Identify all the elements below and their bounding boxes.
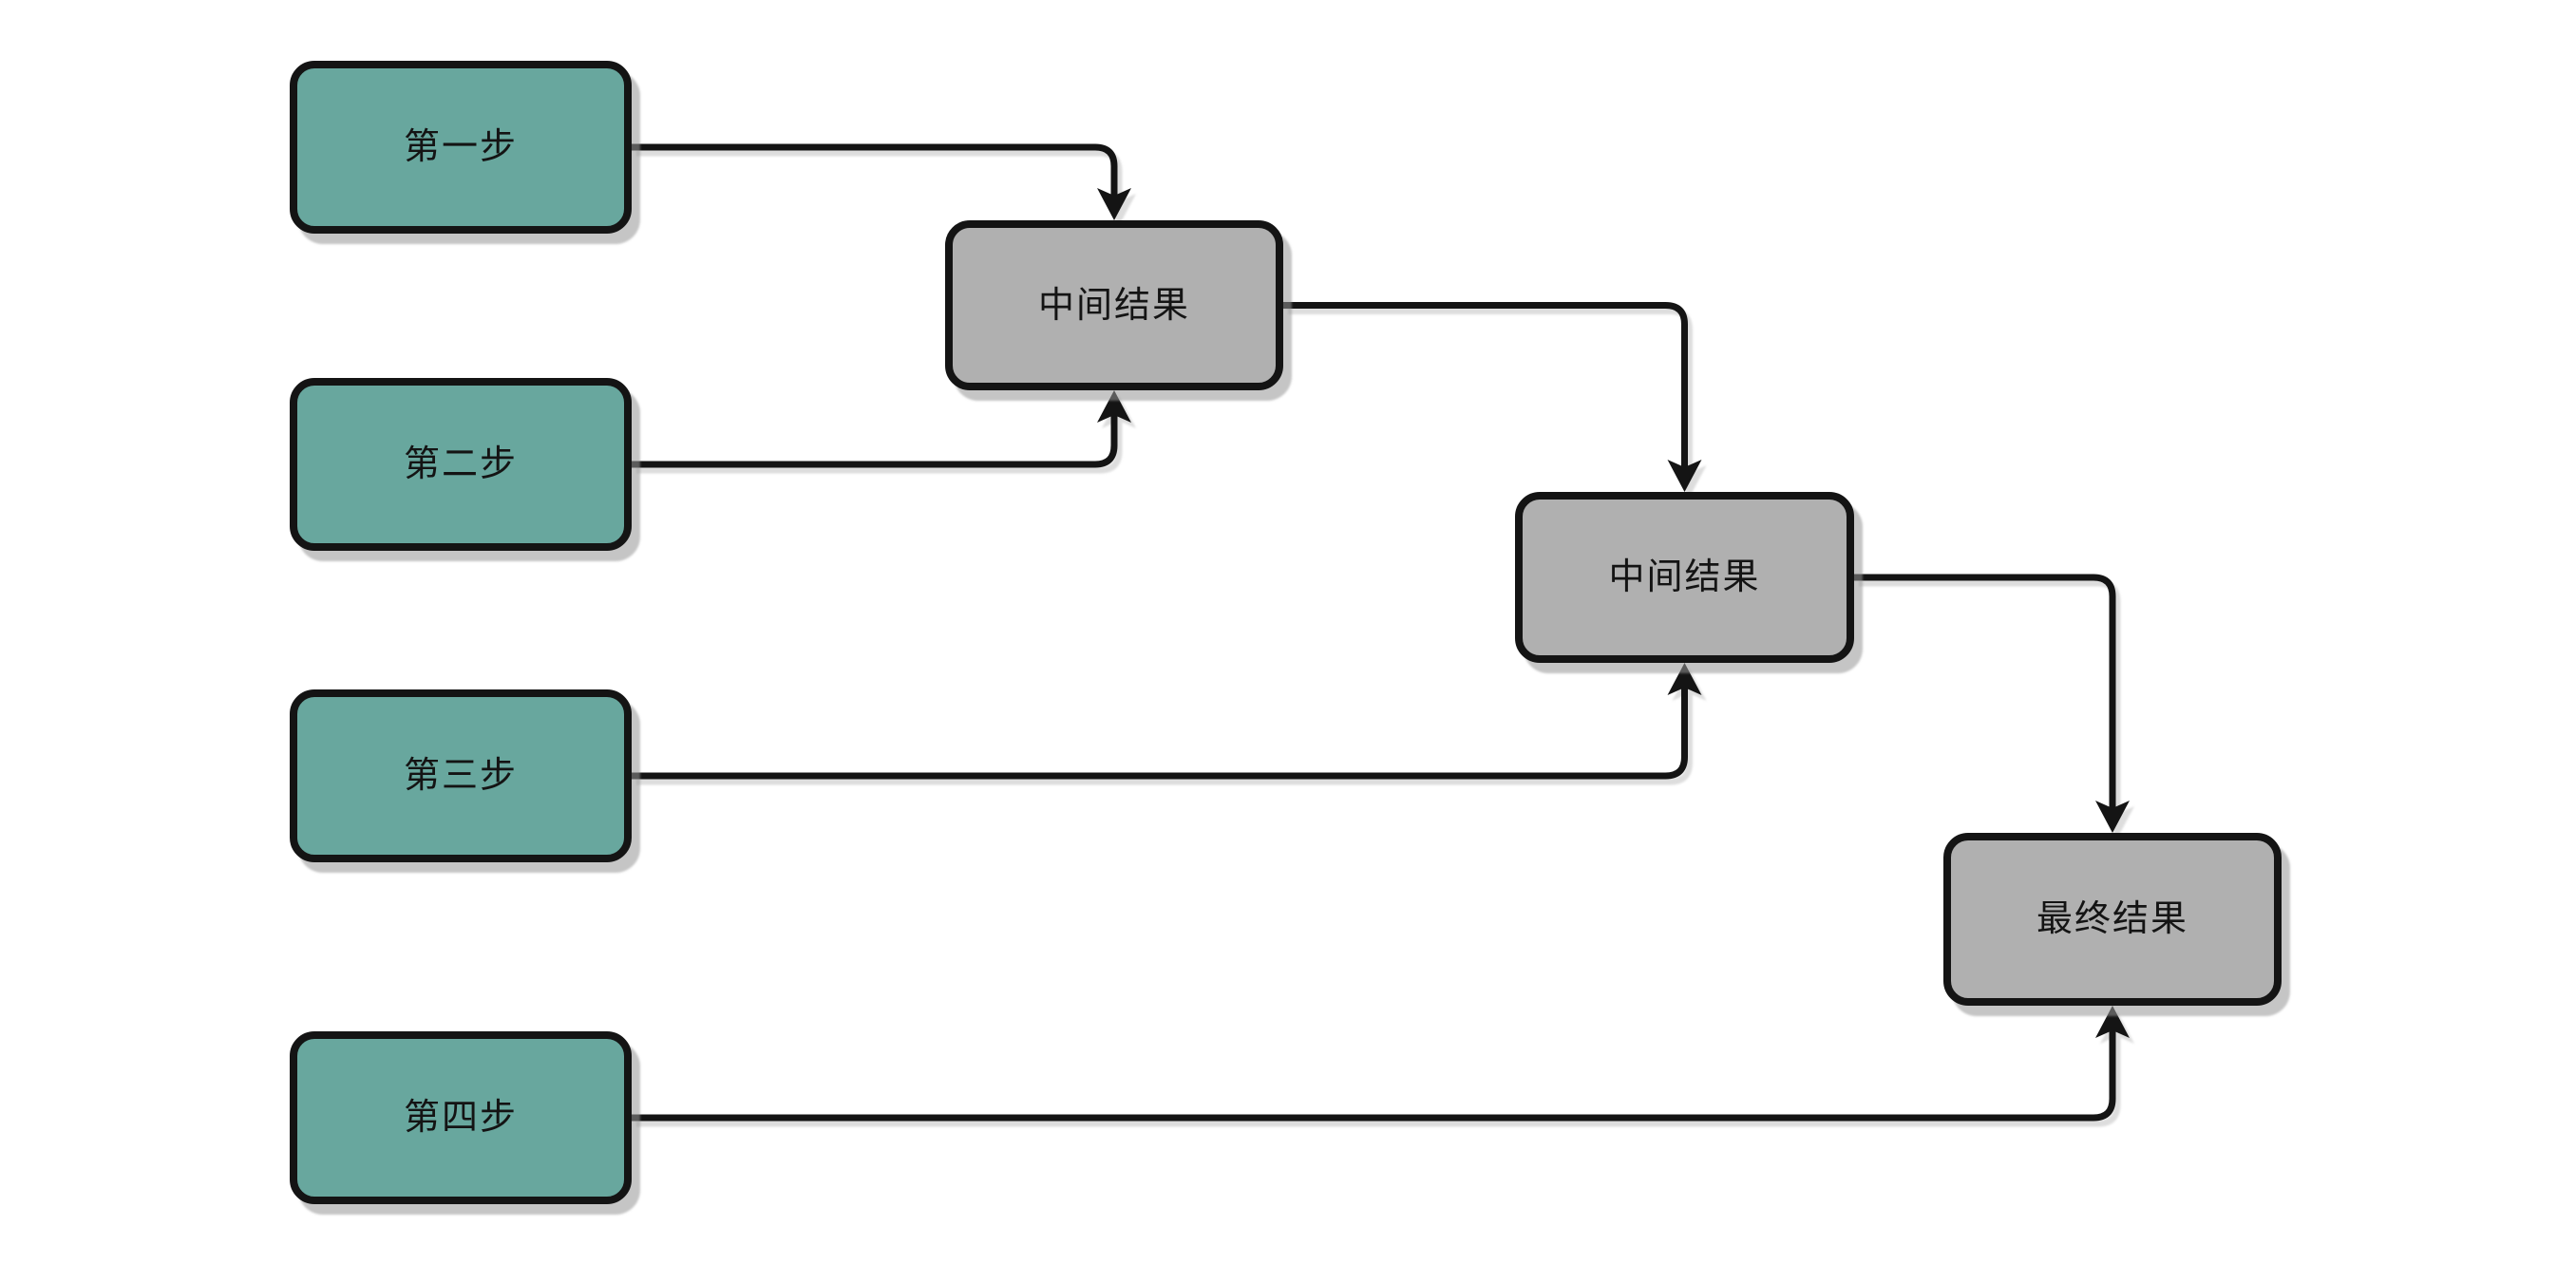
node-mid2[interactable]: 中间结果 xyxy=(1515,492,1854,663)
node-label: 中间结果 xyxy=(1037,285,1190,326)
node-step2[interactable]: 第二步 xyxy=(290,378,632,551)
node-label: 中间结果 xyxy=(1608,557,1761,597)
node-label: 第三步 xyxy=(403,756,518,796)
edge-mid2-final[interactable] xyxy=(1854,574,2130,833)
node-step1[interactable]: 第一步 xyxy=(290,61,632,234)
node-final[interactable]: 最终结果 xyxy=(1943,833,2282,1006)
edge-mid1-mid2[interactable] xyxy=(1283,302,1702,492)
node-step3[interactable]: 第三步 xyxy=(290,689,632,862)
node-step4[interactable]: 第四步 xyxy=(290,1031,632,1204)
edge-step2-mid1[interactable] xyxy=(632,390,1131,468)
edge-step1-mid1[interactable] xyxy=(632,143,1131,220)
node-label: 最终结果 xyxy=(2036,899,2188,939)
edge-step3-mid2[interactable] xyxy=(632,663,1702,780)
node-label: 第一步 xyxy=(403,127,518,167)
node-mid1[interactable]: 中间结果 xyxy=(945,220,1283,390)
edge-step4-final[interactable] xyxy=(632,1006,2130,1122)
node-label: 第二步 xyxy=(403,444,518,484)
node-label: 第四步 xyxy=(403,1098,518,1138)
